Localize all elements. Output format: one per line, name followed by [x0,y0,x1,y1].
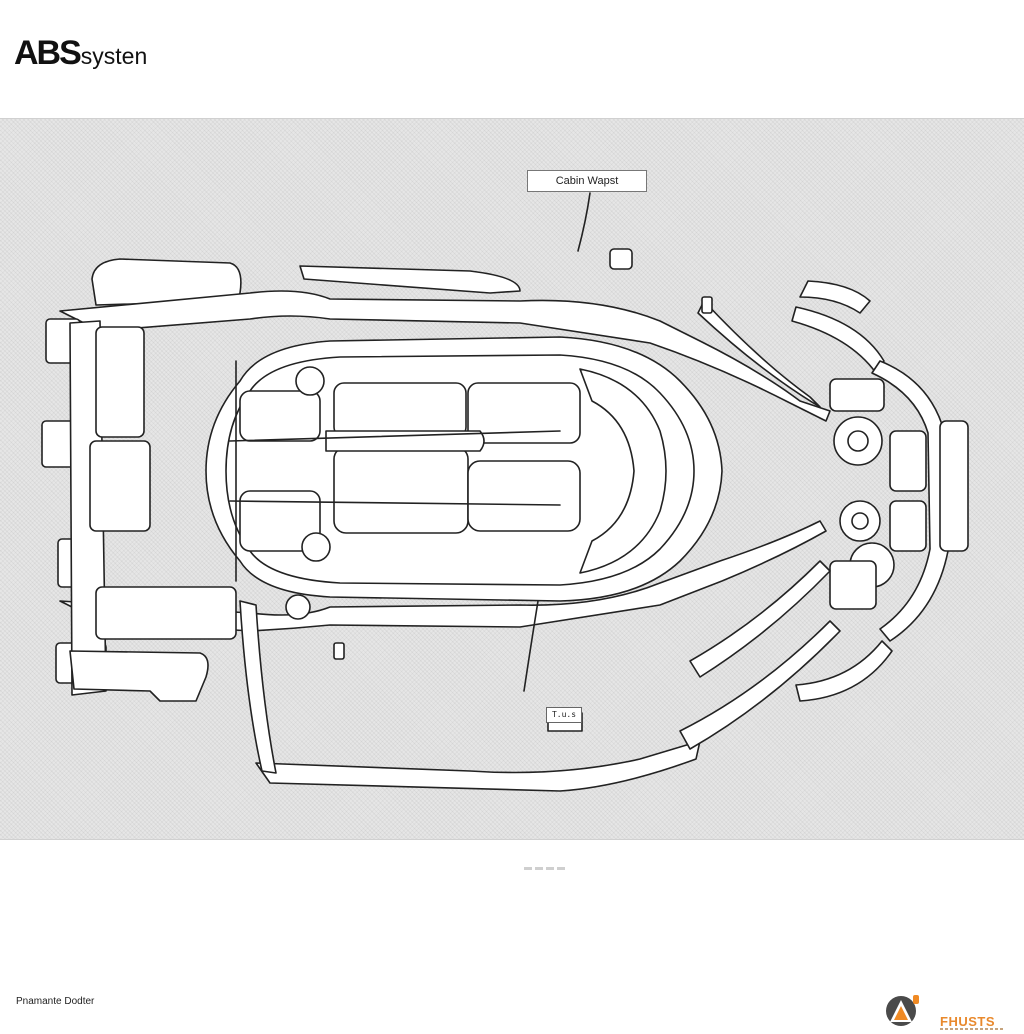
rear-bumper-left [69,650,209,702]
right-module-b [889,500,927,552]
right-caliper-top [829,378,885,412]
rear-right-disc-inner [851,512,869,530]
bottom-side-panel [255,740,701,792]
dash-block-left [239,390,321,442]
front-bumper-left [91,258,242,306]
vehicle-line-drawing [41,192,969,792]
title-rest: systen [80,43,148,69]
logo-icon [886,996,916,1026]
diagram-panel [0,118,1024,840]
sensor-top [609,248,633,270]
front-right-disc-inner [847,430,869,452]
cabin-callout-label: Cabin Wapst [527,170,647,192]
left-box-top [95,326,145,438]
footer-caption: Pnamante Dodter [16,996,95,1007]
left-frame-rail [59,290,831,422]
seat-rear-left [467,382,581,444]
right-link-arm [697,300,821,408]
cabin-divider [229,430,561,506]
front-right-arm-top [799,280,871,314]
logo-tagline [940,1028,1004,1030]
top-side-panel [299,265,521,294]
sensor-left [285,594,311,620]
seat-front-left [333,382,467,438]
right-frame-outer [871,360,949,642]
title-main: ABS [14,34,82,72]
front-right-arm-mid [791,306,885,374]
right-lower-link-2 [679,620,841,750]
sensor-mid-top [701,296,713,314]
small-component-label: T.u.s [546,707,582,723]
center-console [325,430,485,452]
logo-accent [913,995,919,1004]
windshield-frame [579,368,667,574]
left-box-bottom [95,586,237,640]
brand-logo: FHUSTS [884,994,1024,1034]
right-lower-link [689,560,831,678]
right-module-a [889,430,927,492]
sensor-bottom [333,642,345,660]
pedal-circle [301,532,331,562]
right-hub-housing [939,420,969,552]
steering-wheel [295,366,325,396]
logo-text: FHUSTS [940,1014,995,1029]
caption-marker [524,857,576,870]
seat-front-right [333,446,469,534]
wire-callout-bottom [523,600,539,692]
bottom-sill-rail [239,600,277,774]
diagram-title: ABSsysten [14,36,147,70]
dash-block-right [239,490,321,552]
right-module-c [829,560,877,610]
left-box-mid [89,440,151,532]
wire-callout-top [577,192,591,252]
seat-rear-right [467,460,581,532]
front-right-arm-bottom [795,640,893,702]
left-frame-rail-lower [59,520,827,632]
